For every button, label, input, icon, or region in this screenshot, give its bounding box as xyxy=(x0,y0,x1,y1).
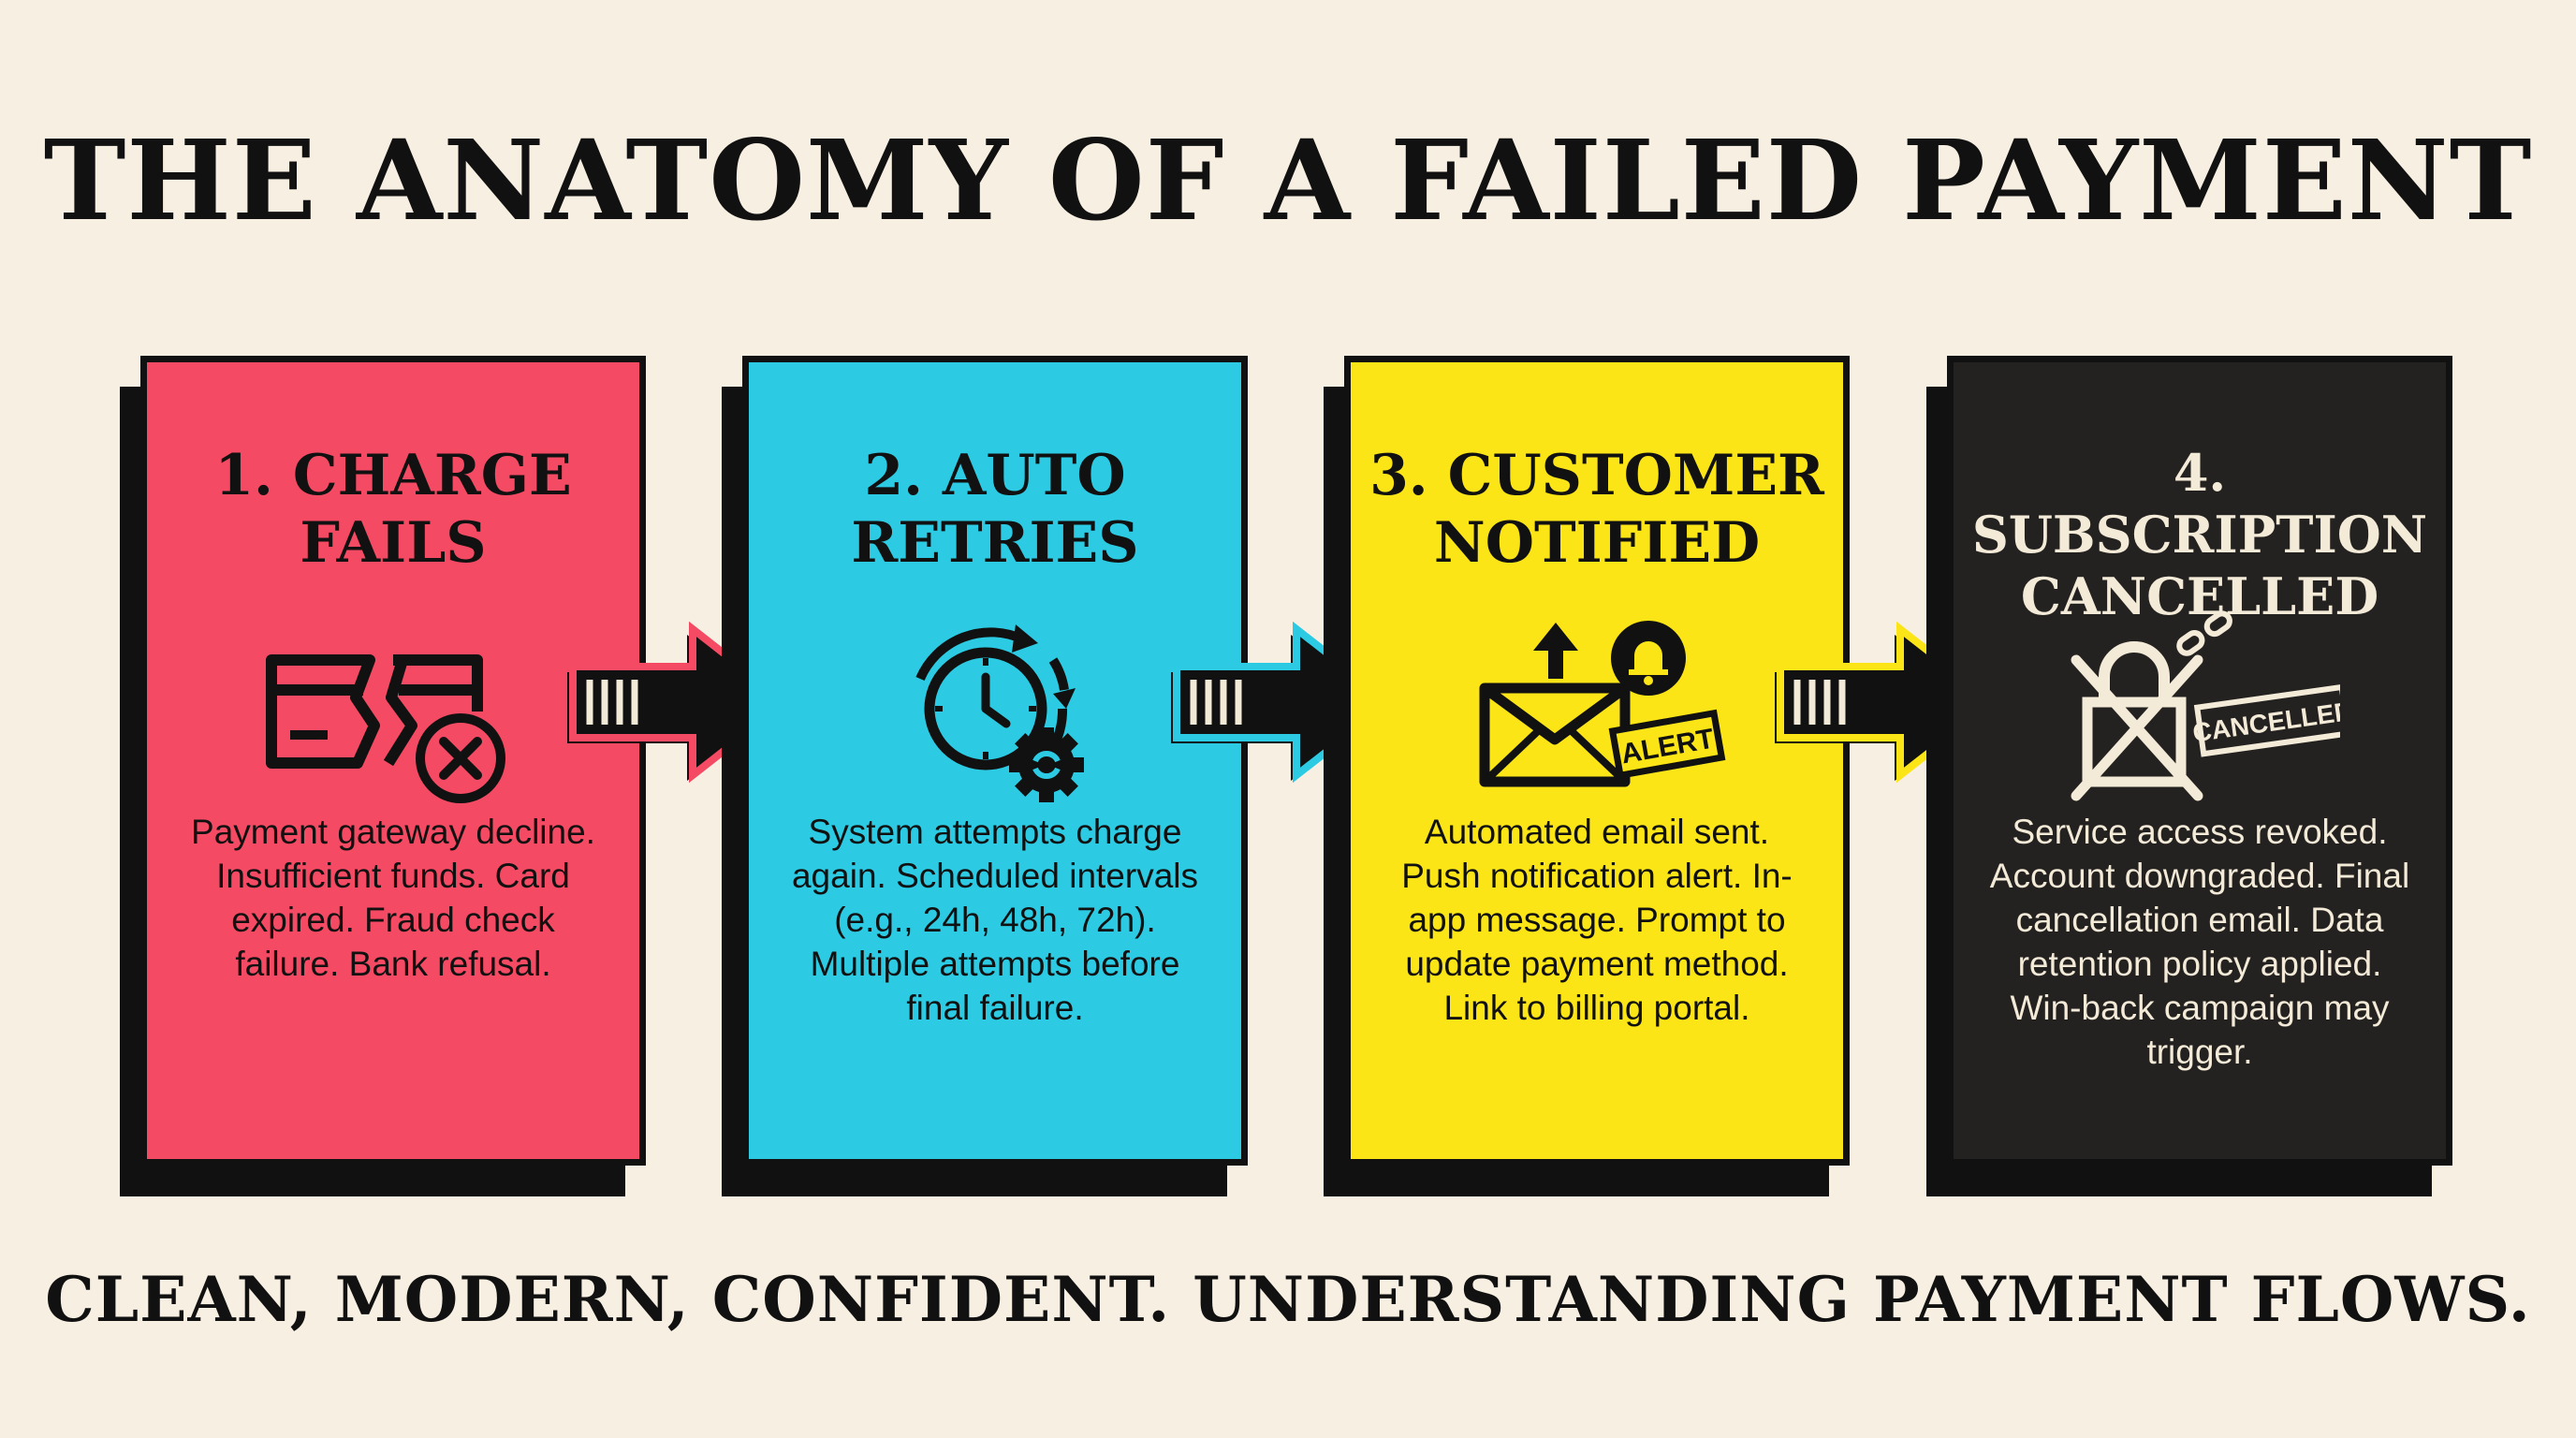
step-card-auto-retries: 2. AUTO RETRIES xyxy=(722,356,1248,1196)
step-card-subscription-cancelled: 4. SUBSCRIPTION CANCELLED CANCELLED Serv… xyxy=(1926,356,2452,1196)
step-heading: 2. AUTO RETRIES xyxy=(851,443,1139,576)
broken-card-error-icon xyxy=(253,604,534,814)
step-description: Automated email sent. Push notification … xyxy=(1401,813,1793,1027)
footer-tagline: CLEAN, MODERN, CONFIDENT. UNDERSTANDING … xyxy=(45,1263,2531,1336)
step-heading: 1. CHARGE FAILS xyxy=(214,443,572,576)
step-heading: 3. CUSTOMER NOTIFIED xyxy=(1369,443,1824,576)
step-description: Service access revoked. Account downgrad… xyxy=(1989,813,2410,1071)
crossed-lock-broken-link-icon: CANCELLED xyxy=(2059,604,2355,814)
step-heading: 4. SUBSCRIPTION CANCELLED xyxy=(1971,443,2428,626)
card-face xyxy=(1947,356,2452,1166)
page-title: THE ANATOMY OF A FAILED PAYMENT xyxy=(43,115,2533,245)
step-description: Payment gateway decline. Insufficient fu… xyxy=(191,813,595,983)
clock-retry-gear-icon xyxy=(855,604,1135,814)
email-alert-bell-icon: ALERT xyxy=(1456,604,1737,814)
step-card-customer-notified: 3. CUSTOMER NOTIFIED ALERT Automated ema… xyxy=(1324,356,1850,1196)
card-face xyxy=(1344,356,1850,1166)
step-description: System attempts charge again. Scheduled … xyxy=(791,813,1198,1027)
step-card-charge-fails: 1. CHARGE FAILS Payment gateway decline.… xyxy=(120,356,646,1196)
